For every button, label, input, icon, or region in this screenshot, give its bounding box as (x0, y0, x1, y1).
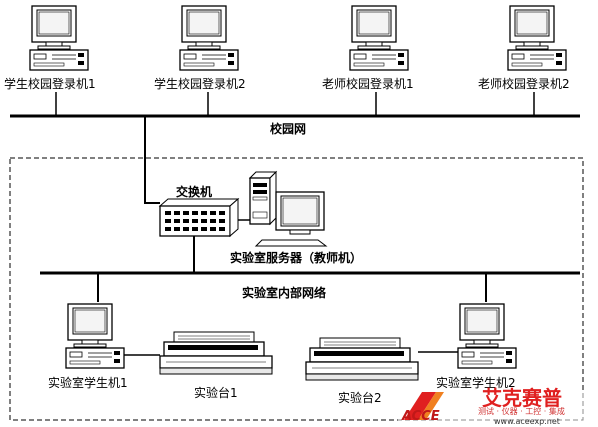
printer-icon (305, 337, 419, 381)
network-switch: 交换机 (158, 184, 240, 238)
watermark-tagline: 测试 · 仪器 · 工控 · 集成 (478, 406, 565, 416)
lab-bench-2: 实验台2 (305, 337, 419, 405)
server-computer-icon (248, 170, 328, 247)
terminal-label: 学生校园登录机1 (4, 76, 96, 91)
desktop-computer-icon (507, 5, 567, 71)
campus-terminal-4: 老师校园登录机2 (478, 5, 570, 116)
desktop-computer-icon (29, 5, 89, 71)
lab-student-pc-1: 实验室学生机1 (48, 303, 128, 390)
lab-boundary (9, 157, 584, 421)
lab-server: 实验室服务器（教师机） (230, 170, 362, 265)
campus-terminal-3: 老师校园登录机1 (322, 5, 414, 116)
watermark-url: www.aceexp.net (494, 417, 560, 426)
terminal-label: 老师校园登录机1 (322, 76, 414, 91)
bench-label: 实验台1 (194, 385, 238, 400)
desktop-computer-icon (65, 303, 125, 369)
brand-logo-icon: ACCE (401, 392, 444, 424)
uplink-cable (144, 116, 160, 204)
desktop-computer-icon (179, 5, 239, 71)
svg-text:ACCE: ACCE (401, 409, 440, 424)
lab-student-pc-2: 实验室学生机2 (436, 303, 517, 390)
lab-bench-1: 实验台1 (159, 331, 273, 400)
desktop-computer-icon (349, 5, 409, 71)
printer-icon (159, 331, 273, 375)
student-pc-label: 实验室学生机2 (436, 375, 516, 390)
server-label: 实验室服务器（教师机） (230, 250, 362, 265)
bench-label: 实验台2 (338, 390, 382, 405)
desktop-computer-icon (457, 303, 517, 369)
campus-terminal-2: 学生校园登录机2 (154, 5, 246, 116)
campus-terminal-1: 学生校园登录机1 (4, 5, 96, 116)
switch-label: 交换机 (176, 184, 212, 199)
watermark: ACCE 艾克赛普 测试 · 仪器 · 工控 · 集成 www.aceexp.n… (398, 386, 598, 427)
switch-icon (158, 197, 240, 238)
watermark-brand: 艾克赛普 (482, 386, 562, 410)
terminal-label: 老师校园登录机2 (478, 76, 570, 91)
lab-network-label: 实验室内部网络 (242, 285, 326, 300)
campus-network-label: 校园网 (270, 121, 306, 136)
terminal-label: 学生校园登录机2 (154, 76, 246, 91)
student-pc-label: 实验室学生机1 (48, 375, 128, 390)
